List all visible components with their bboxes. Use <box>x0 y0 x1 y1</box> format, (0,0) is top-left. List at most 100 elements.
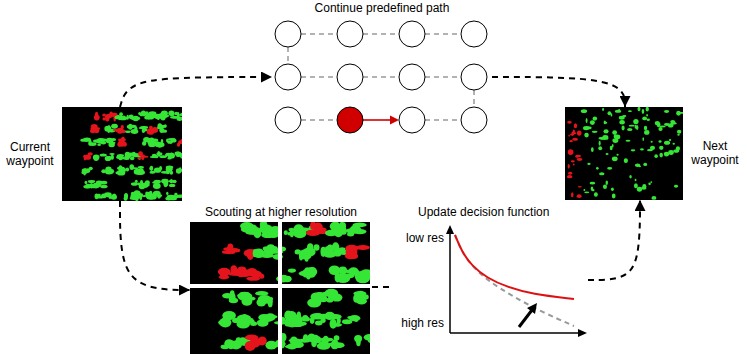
plant-blob <box>636 125 639 130</box>
image-ground <box>565 107 683 200</box>
plant-blob <box>599 172 604 175</box>
plant-blob <box>175 151 181 156</box>
plant-blob <box>288 317 297 325</box>
plant-blob <box>260 222 267 229</box>
plant-blob <box>599 141 601 146</box>
plant-blob <box>157 151 160 156</box>
decision-curve <box>455 235 574 299</box>
plant-blob <box>608 111 612 115</box>
plant-blob <box>594 192 598 197</box>
plant-blob <box>93 156 98 161</box>
plant-blob <box>332 339 339 348</box>
waypoint-circle <box>399 64 425 90</box>
plant-blob <box>97 138 105 144</box>
plant-blob <box>650 181 652 183</box>
plant-blob <box>245 335 258 341</box>
plant-blob <box>165 153 171 156</box>
plant-blob <box>651 141 653 143</box>
plant-blob <box>354 335 362 342</box>
plant-blob <box>164 185 167 187</box>
plant-blob <box>635 164 641 167</box>
update-arrow <box>519 310 532 327</box>
plant-blob <box>592 189 595 191</box>
plant-blob <box>573 163 575 165</box>
plant-blob <box>96 194 101 197</box>
plant-blob <box>648 183 651 186</box>
plant-blob <box>658 140 661 143</box>
node-title: Next waypoint <box>688 139 742 167</box>
plant-blob <box>604 129 609 133</box>
plant-blob <box>258 314 270 321</box>
plants <box>567 107 683 200</box>
plant-blob <box>341 222 346 230</box>
plant-blob <box>612 130 617 135</box>
plant-blob <box>642 117 647 121</box>
image-panel: Current waypoint <box>2 107 182 201</box>
plant-blob <box>345 252 356 259</box>
plant-blob <box>325 230 337 236</box>
plant-blob <box>242 314 247 318</box>
plant-blob <box>180 113 182 117</box>
plant-blob <box>168 168 173 170</box>
plant-blob <box>650 146 655 150</box>
plant-blob <box>598 146 602 150</box>
plant-blob <box>338 267 347 275</box>
plant-blob <box>107 130 110 133</box>
node-title: Scouting at higher resolution <box>190 205 372 219</box>
plant-blob <box>169 180 174 183</box>
plant-blob <box>293 228 306 238</box>
plant-blob <box>345 245 358 253</box>
waypoint-circle <box>399 107 425 133</box>
plant-blob <box>117 128 123 132</box>
axis-head <box>578 329 587 337</box>
plant-blob <box>310 317 315 324</box>
plant-blob <box>669 139 671 141</box>
plant-blob <box>626 140 631 142</box>
plant-blob <box>169 197 177 200</box>
plant-blob <box>156 194 162 197</box>
image-ground <box>62 107 182 201</box>
plant-blob <box>634 183 638 188</box>
plant-blob <box>575 155 581 158</box>
plant-blob <box>643 163 647 166</box>
plant-blob <box>231 249 240 253</box>
waypoint-circle <box>337 21 363 47</box>
old-decision-curve <box>455 235 574 326</box>
plant-blob <box>288 268 296 272</box>
plant-blob <box>284 230 288 235</box>
plant-blob <box>111 154 114 158</box>
plant-blob <box>142 183 149 188</box>
plant-blob <box>596 167 599 170</box>
plant-blob <box>302 268 315 277</box>
plant-blob <box>177 143 180 147</box>
path-segment <box>301 33 337 35</box>
plant-blob <box>101 181 108 185</box>
plant-blob <box>137 170 145 174</box>
plant-blob <box>637 107 640 111</box>
plant-blob <box>312 292 325 297</box>
plant-blob <box>91 124 98 129</box>
plant-blob <box>146 113 150 119</box>
plant-blob <box>664 110 669 113</box>
plant-blob <box>644 130 649 135</box>
plant-blob <box>607 167 612 170</box>
plant-blob <box>307 298 321 307</box>
plant-blob <box>155 141 160 146</box>
plant-blob <box>126 115 129 120</box>
plant-blob <box>142 141 146 146</box>
field-image <box>565 107 684 200</box>
plant-blob <box>657 122 661 127</box>
plant-blob <box>577 158 583 161</box>
plant-blob <box>153 183 161 189</box>
flow-arrow <box>588 200 640 280</box>
plant-blob <box>577 130 582 135</box>
plant-blob <box>644 126 647 130</box>
plant-blob <box>315 321 323 326</box>
plant-blob <box>362 294 368 300</box>
plant-blob <box>175 152 181 157</box>
plant-blob <box>674 185 678 188</box>
waypoint-circle <box>275 64 301 90</box>
plant-blob <box>235 340 239 346</box>
plant-blob <box>354 229 367 234</box>
current-step-head <box>390 116 399 125</box>
